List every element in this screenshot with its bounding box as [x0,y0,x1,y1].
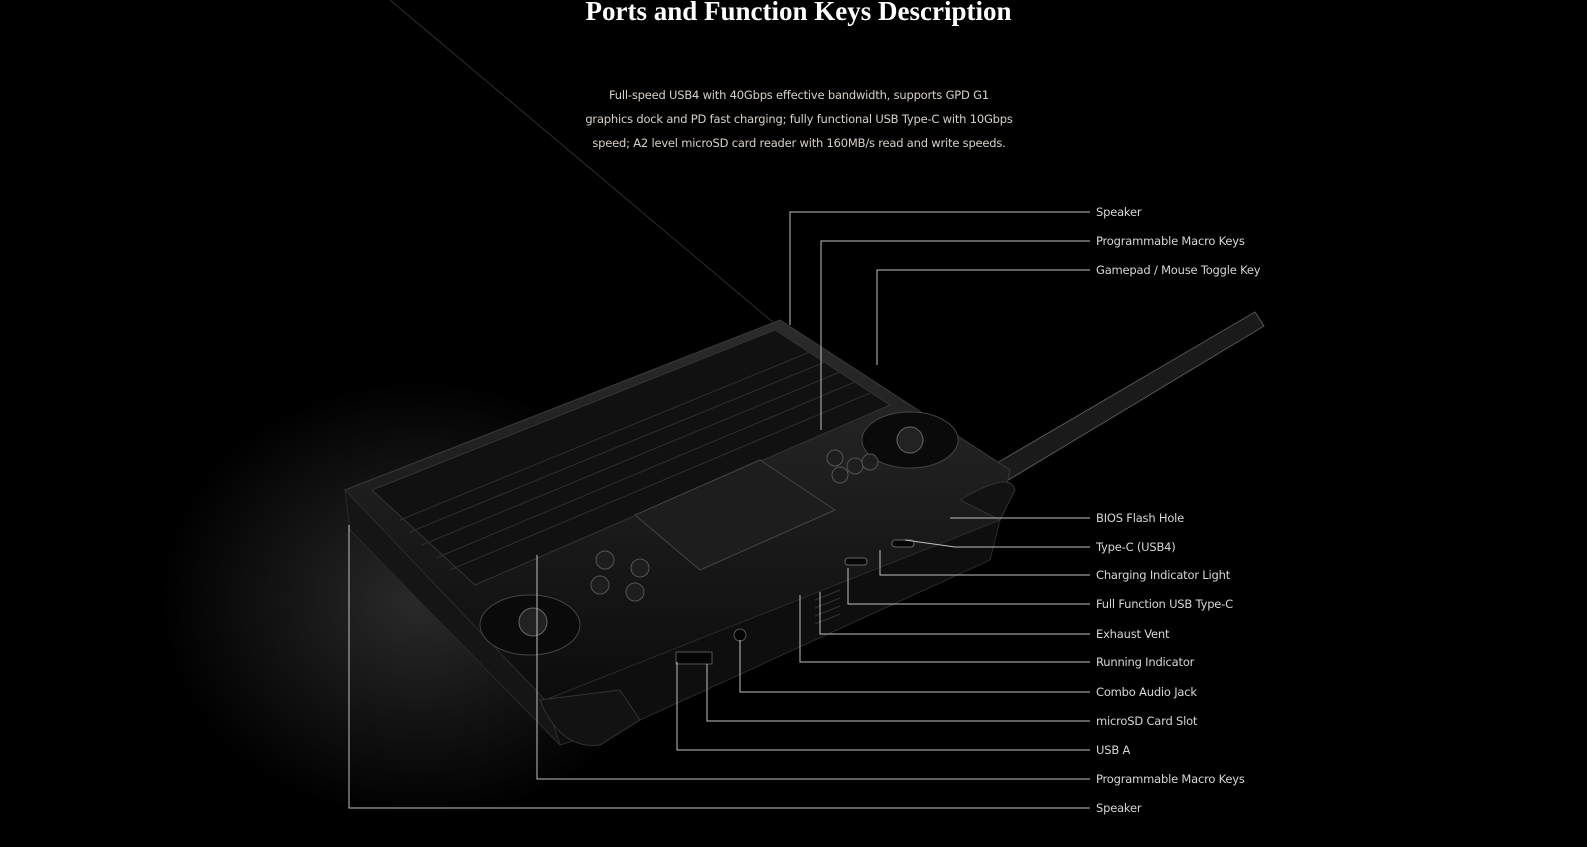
callout-microsd-slot: microSD Card Slot [1096,714,1198,728]
right-stick [896,426,924,454]
callout-full-function-usb-c: Full Function USB Type-C [1096,597,1233,611]
keyboard [371,329,892,586]
dpad [826,449,879,484]
left-grip [539,689,641,746]
usb-a-port [675,651,713,665]
callout-bios-flash-hole: BIOS Flash Hole [1096,511,1185,525]
callout-audio-jack: Combo Audio Jack [1096,685,1197,699]
device-side [344,488,561,746]
callout-toggle-key: Gamepad / Mouse Toggle Key [1096,263,1261,277]
usb-c-port [844,557,868,566]
screen-lid [984,311,1265,486]
callout-speaker-top: Speaker [1096,205,1142,219]
touchpad [634,459,837,571]
audio-jack [733,628,747,642]
callout-usb-a: USB A [1096,743,1131,757]
exhaust-vent [814,589,841,625]
left-stick [518,607,548,637]
right-grip [958,481,1016,521]
page-title: Ports and Function Keys Description [585,0,1012,26]
callout-charging-light: Charging Indicator Light [1096,568,1231,582]
callout-macro-keys-top: Programmable Macro Keys [1096,234,1245,248]
callout-lines [348,211,1090,809]
callout-macro-keys-bottom: Programmable Macro Keys [1096,772,1245,786]
usb4-port [891,539,915,548]
callout-speaker-bottom: Speaker [1096,801,1142,815]
keyboard-rows [389,0,871,571]
callout-type-c-usb4: Type-C (USB4) [1096,540,1176,554]
callout-exhaust-vent: Exhaust Vent [1096,627,1170,641]
abxy-buttons [590,550,650,602]
callout-running-indicator: Running Indicator [1096,655,1195,669]
description: Full-speed USB4 with 40Gbps effective ba… [585,88,1013,150]
